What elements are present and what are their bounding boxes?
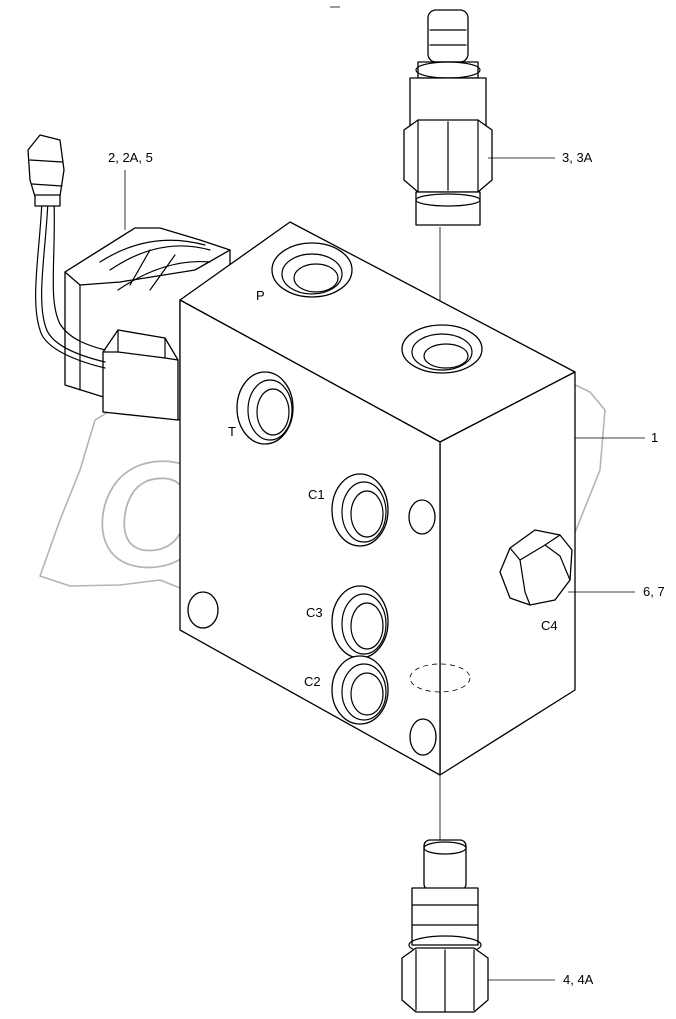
port-t-bore <box>236 371 294 445</box>
pressure-sensor <box>403 9 493 226</box>
port-c3-bore <box>331 585 389 659</box>
port-plug <box>499 529 573 606</box>
callout-block: 1 <box>651 430 658 445</box>
mounting-holes <box>187 499 437 756</box>
port-label-t: T <box>228 424 236 439</box>
callout-plug: 6, 7 <box>643 584 665 599</box>
bottom-hidden-port <box>409 663 471 693</box>
port-label-c4: C4 <box>541 618 558 633</box>
port-top-right-bore <box>401 324 483 374</box>
leader-lines <box>124 157 645 981</box>
callout-solenoid: 2, 2A, 5 <box>108 150 153 165</box>
callout-sensor: 3, 3A <box>562 150 593 165</box>
port-label-p: P <box>256 288 265 303</box>
port-label-c2: C2 <box>304 674 321 689</box>
solenoid-coil <box>64 227 231 421</box>
callout-fitting: 4, 4A <box>563 972 594 987</box>
bottom-fitting <box>401 839 489 1013</box>
port-label-c1: C1 <box>308 487 325 502</box>
solenoid-wires <box>27 134 106 369</box>
port-c2-bore <box>331 655 389 725</box>
port-p-bore <box>271 242 353 298</box>
port-label-c3: C3 <box>306 605 323 620</box>
port-c1-bore <box>331 473 389 547</box>
